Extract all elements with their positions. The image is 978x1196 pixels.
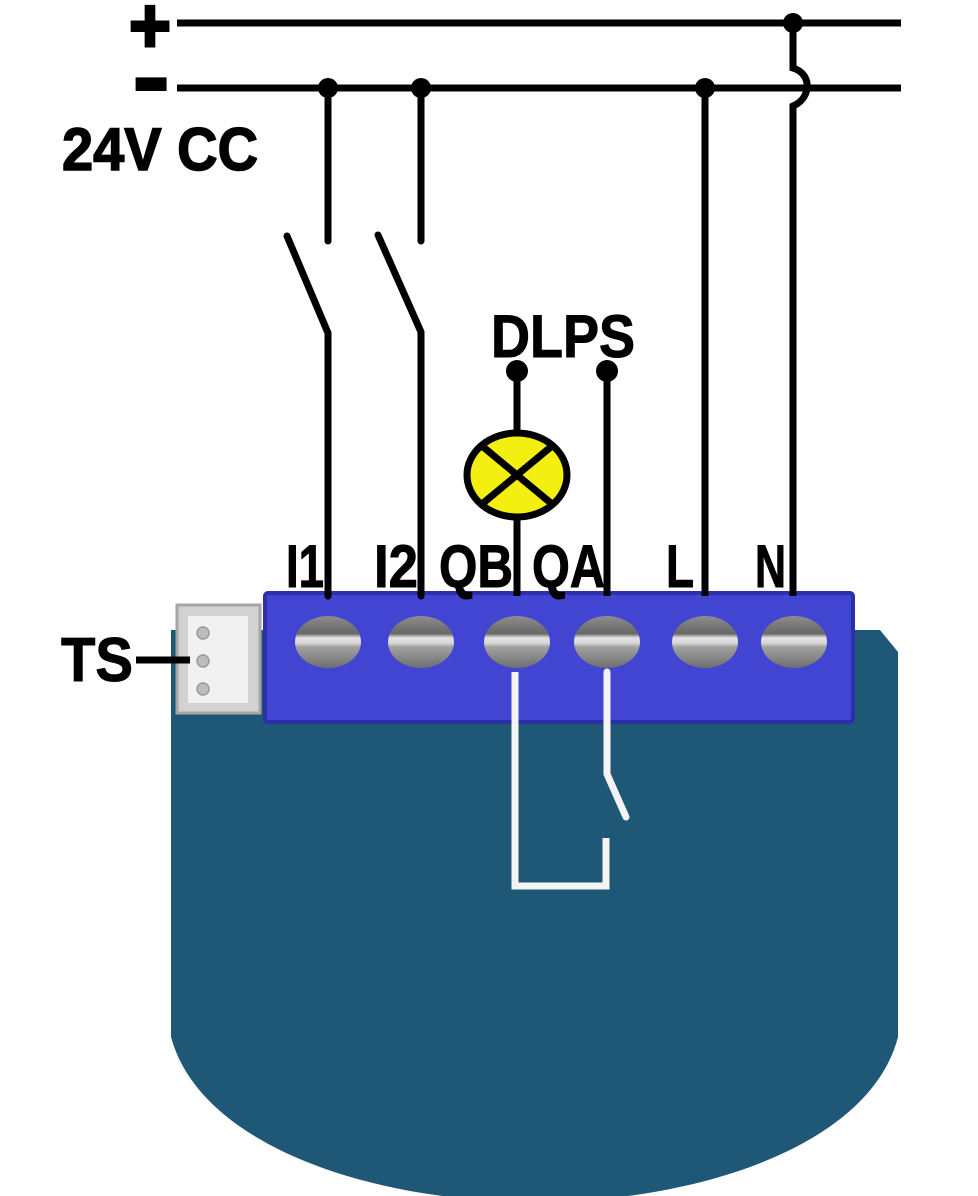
ts-connector <box>175 603 262 715</box>
ts-label: TS <box>61 626 133 695</box>
internal-relay-contact <box>511 668 630 890</box>
ts-connector-pin <box>196 654 210 668</box>
junction-dot <box>318 78 338 98</box>
dlps-terminal-dot <box>596 360 618 382</box>
terminal-label-i2: I2 <box>374 533 418 600</box>
screw-terminal-i1 <box>295 616 361 668</box>
minus-label: − <box>135 39 167 127</box>
screw-terminal-l <box>672 616 738 668</box>
junction-dot <box>783 13 803 33</box>
lamp-cross <box>478 442 556 508</box>
switch-i1 <box>283 84 332 600</box>
screw-terminal-qb <box>484 616 550 668</box>
junction-dot <box>411 78 431 98</box>
terminal-label-i1: I1 <box>286 533 324 600</box>
plus-label: + <box>129 0 171 69</box>
terminal-label-qa: QA <box>532 533 605 600</box>
switch-i2 <box>374 84 425 600</box>
screw-terminal-n <box>761 616 827 668</box>
dlps-label: DLPS <box>491 303 635 370</box>
dlps-terminal-dot <box>506 360 528 382</box>
terminal-label-qb: QB <box>439 533 513 600</box>
terminal-label-n: N <box>755 533 786 600</box>
ts-connector-pin <box>196 626 210 640</box>
junction-dots <box>318 13 803 382</box>
internal-contact-blade <box>603 668 630 821</box>
screw-terminal-i2 <box>388 616 454 668</box>
lamp-icon <box>463 429 571 521</box>
internal-wire-qb <box>511 672 610 890</box>
screw-terminal-qa <box>574 616 640 668</box>
device-body <box>171 630 898 1196</box>
wiring <box>136 19 901 664</box>
terminal-label-l: L <box>666 533 694 600</box>
wire-n-with-hop-icon <box>789 23 811 596</box>
voltage-label: 24V CC <box>62 116 258 183</box>
screw-terminals <box>295 616 827 668</box>
ts-connector-pin <box>196 682 210 696</box>
junction-dot <box>695 78 715 98</box>
